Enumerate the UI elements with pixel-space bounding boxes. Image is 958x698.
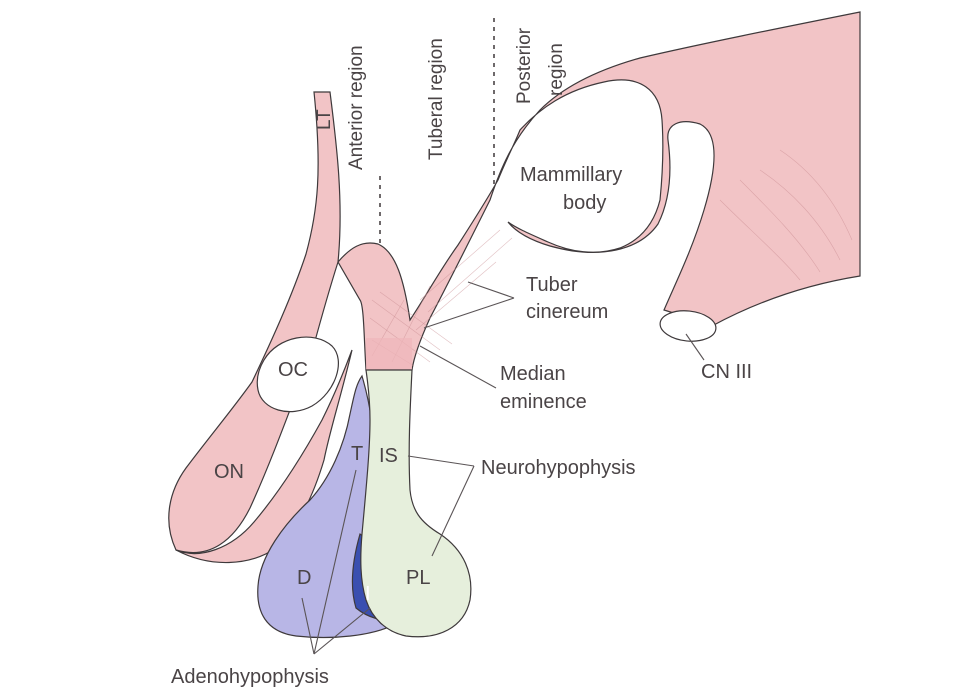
cn3-label: CN III xyxy=(701,361,752,383)
on-label: ON xyxy=(214,461,244,483)
median-eminence-label-line1: Median xyxy=(500,363,566,385)
lt-label: LT xyxy=(314,109,335,130)
median-eminence-region xyxy=(366,338,412,370)
mammillary-body-label-line1: Mammillary xyxy=(520,164,622,186)
posterior-region-label-line2: region xyxy=(546,43,567,96)
is-label: IS xyxy=(379,445,398,467)
neurohypophysis-shape xyxy=(360,369,472,638)
adenohypophysis-label: Adenohypophysis xyxy=(171,666,329,688)
posterior-region-label-line1: Posterior xyxy=(514,27,535,104)
pl-label: PL xyxy=(406,567,430,589)
leader-lines xyxy=(301,281,705,655)
oc-label: OC xyxy=(278,359,308,381)
tuber-cinereum-label-line2: cinereum xyxy=(526,301,608,323)
tuber-cinereum-label-line1: Tuber xyxy=(526,274,578,296)
median-eminence-label-line2: eminence xyxy=(500,391,587,413)
i-label: I xyxy=(365,583,371,605)
mammillary-body-label-line2: body xyxy=(563,192,606,214)
t-label: T xyxy=(351,443,363,465)
cn3-cut-end xyxy=(659,310,717,342)
optic-chiasm-hole xyxy=(256,336,339,413)
neurohypophysis-label: Neurohypophysis xyxy=(481,457,636,479)
anterior-region-label: Anterior region xyxy=(346,45,367,170)
d-label: D xyxy=(297,567,311,589)
tuberal-region-label: Tuberal region xyxy=(426,38,447,160)
